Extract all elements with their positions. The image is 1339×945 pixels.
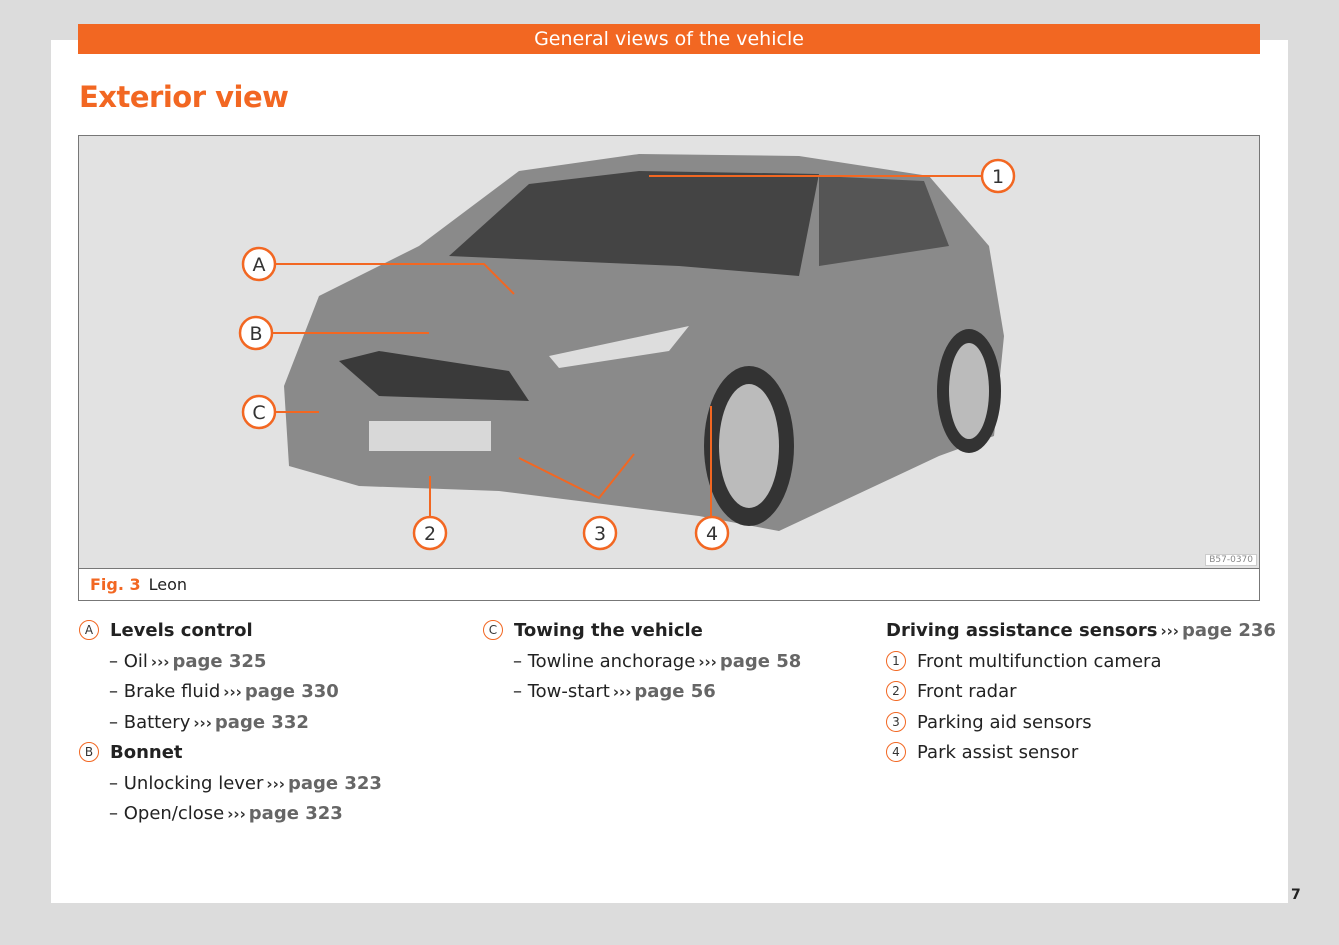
list-item: – Unlocking lever›››page 323 [109,772,382,794]
page-link[interactable]: page 332 [214,711,309,733]
list-item: – Towline anchorage›››page 58 [513,650,802,672]
page-number: 7 [1291,887,1301,903]
callout-4: 4 [694,515,730,551]
list-item: – Brake fluid›››page 330 [109,681,339,702]
section-header: General views of the vehicle [78,24,1260,54]
callout-2: 2 [412,515,448,551]
svg-text:C: C [252,402,265,424]
marker-b: B [79,742,99,762]
car-illustration: 1 A B C 2 3 4 [238,154,1016,551]
page-link[interactable]: page 323 [248,803,343,824]
callout-c: C [241,394,277,430]
column-1: A Levels control – Oil›››page 325 – Brake… [79,616,382,830]
page-link[interactable]: page 56 [634,681,716,702]
marker-a: A [79,620,99,640]
svg-text:4: 4 [706,523,718,545]
heading-levels-control: Levels control [110,620,253,641]
svg-text:1: 1 [992,166,1004,188]
marker-c: C [483,620,503,640]
figure: 1 A B C 2 3 4 B57-0370 Fig. 3 Leon [78,135,1260,601]
list-item: – Oil›››page 325 [109,650,267,672]
svg-text:3: 3 [594,523,606,545]
list-item: – Open/close›››page 323 [109,803,343,824]
car-image: 1 A B C 2 3 4 B57-0370 [79,136,1259,569]
list-item: – Battery›››page 332 [109,711,309,733]
callout-b: B [238,315,274,351]
column-2: C Towing the vehicle – Towline anchorage›… [483,616,801,708]
svg-text:B: B [249,323,262,345]
figure-label: Fig. 3 [90,575,141,594]
page-link[interactable]: page 325 [172,650,267,672]
caption-text: Leon [148,575,188,594]
page-link[interactable]: page 330 [244,681,339,702]
callout-1: 1 [980,158,1016,194]
page-link[interactable]: page 323 [287,772,382,794]
heading-towing: Towing the vehicle [514,620,703,641]
page-link[interactable]: page 58 [719,650,802,672]
callout-3: 3 [582,515,618,551]
svg-text:2: 2 [424,523,436,545]
heading-sensors: Driving assistance sensors [886,620,1158,641]
figure-code: B57-0370 [1205,554,1257,566]
page-title: Exterior view [79,80,289,114]
callout-a: A [241,246,277,282]
page-link[interactable]: page 236 [1181,620,1276,641]
list-item: – Tow-start›››page 56 [513,681,716,702]
svg-text:A: A [253,254,266,276]
heading-bonnet: Bonnet [110,742,183,763]
figure-caption: Fig. 3 Leon [90,575,187,594]
